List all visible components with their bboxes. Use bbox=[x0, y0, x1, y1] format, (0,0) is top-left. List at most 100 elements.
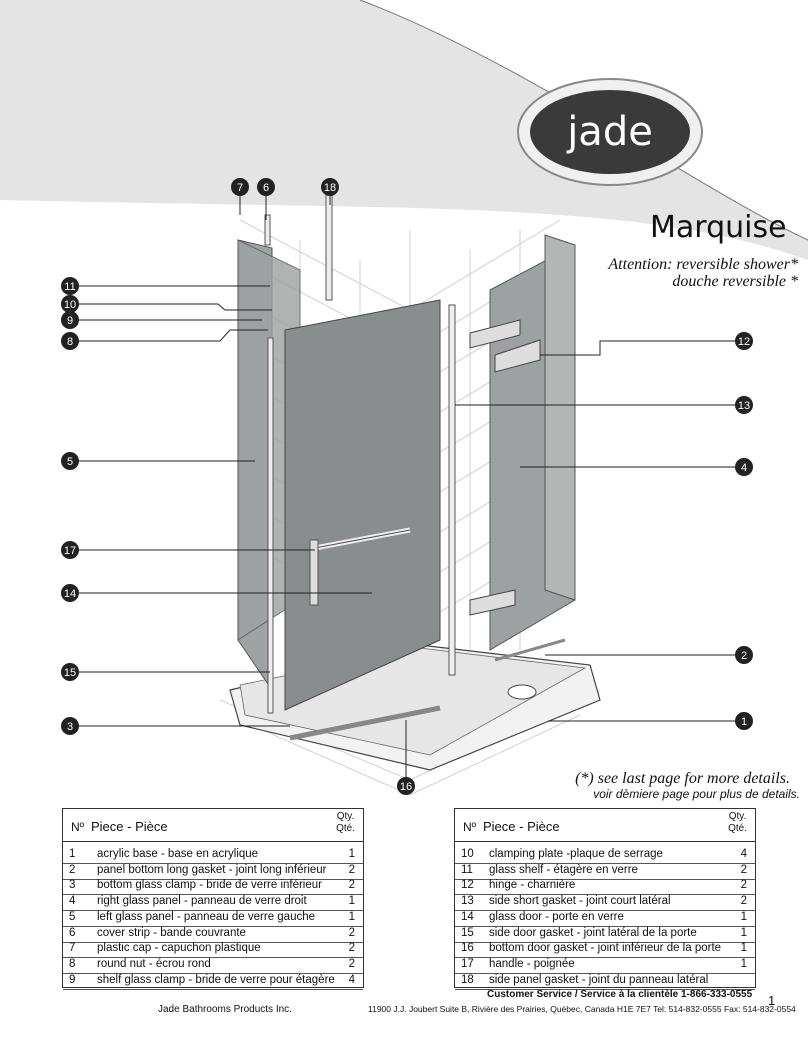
part-quantity: 2 bbox=[740, 895, 747, 908]
part-quantity: 2 bbox=[348, 957, 355, 970]
table-header: Nº Piece - Pièce Qty.Qté. bbox=[63, 809, 363, 842]
part-quantity: 1 bbox=[740, 957, 747, 970]
part-number: 2 bbox=[69, 863, 76, 876]
part-description: bottom glass clamp - bride de verre infé… bbox=[97, 879, 322, 892]
part-number: 18 bbox=[461, 973, 474, 986]
parts-table-right: Nº Piece - Pièce Qty.Qté. 10 clamping pla… bbox=[454, 808, 756, 990]
part-number: 1 bbox=[69, 848, 76, 860]
callout-14: 14 bbox=[61, 584, 79, 602]
svg-text:10: 10 bbox=[64, 299, 76, 311]
callout-16: 16 bbox=[397, 777, 415, 795]
part-quantity: 2 bbox=[348, 926, 355, 939]
part-quantity: 2 bbox=[740, 863, 747, 876]
table-row: 15 side door gasket - joint latéral de la… bbox=[455, 926, 755, 943]
part-description: cover strip - bande couvrante bbox=[97, 926, 246, 939]
part-number: 5 bbox=[69, 910, 76, 923]
table-row: 8 round nut - écrou rond 2 bbox=[63, 957, 363, 974]
svg-text:17: 17 bbox=[64, 545, 76, 557]
svg-text:11: 11 bbox=[64, 281, 75, 293]
part-quantity: 1 bbox=[348, 848, 355, 860]
parts-table-left: Nº Piece - Pièce Qty.Qté. 1 acrylic base … bbox=[62, 808, 364, 990]
callout-12: 12 bbox=[735, 332, 753, 350]
part-description: right glass panel - panneau de verre dro… bbox=[97, 895, 307, 908]
part-number: 6 bbox=[69, 926, 76, 939]
svg-text:3: 3 bbox=[67, 721, 73, 733]
page-number: 1 bbox=[768, 993, 776, 1008]
part-description: acrylic base - base en acrylique bbox=[97, 848, 259, 860]
part-description: hinge - charnière bbox=[489, 879, 576, 892]
shower-diagram: 7 6 18 11 10 9 8 12 13 5 4 17 14 2 15 1 … bbox=[61, 178, 753, 796]
part-description: handle - poignée bbox=[489, 957, 575, 970]
svg-text:1: 1 bbox=[741, 716, 747, 728]
part-description: round nut - écrou rond bbox=[97, 957, 211, 970]
part-description: side door gasket - joint latéral de la p… bbox=[489, 926, 697, 939]
part-quantity: 2 bbox=[348, 863, 355, 876]
svg-text:13: 13 bbox=[738, 400, 750, 412]
table-row: 1 acrylic base - base en acrylique 1 bbox=[63, 847, 363, 864]
svg-text:8: 8 bbox=[67, 336, 73, 348]
part-number: 4 bbox=[69, 895, 76, 908]
part-description: panel bottom long gasket - joint long in… bbox=[97, 863, 327, 876]
table-row: 11 glass shelf - étagère en verre 2 bbox=[455, 863, 755, 880]
part-number: 17 bbox=[461, 957, 474, 970]
page-title: Marquise bbox=[650, 210, 787, 245]
svg-text:14: 14 bbox=[64, 588, 76, 600]
part-quantity: 1 bbox=[348, 895, 355, 908]
attention-fr: douche reversible * bbox=[672, 273, 798, 290]
part-description: glass shelf - étagère en verre bbox=[489, 863, 638, 876]
part-description: clamping plate -plaque de serrage bbox=[489, 848, 663, 860]
customer-service: Customer Service / Service à la clientèl… bbox=[487, 989, 753, 1000]
note-fr: voir dèmiere page pour plus de details. bbox=[593, 787, 800, 801]
part-number: 11 bbox=[461, 863, 473, 876]
svg-text:4: 4 bbox=[741, 462, 747, 474]
part-number: 9 bbox=[69, 973, 76, 986]
part-number: 16 bbox=[461, 942, 474, 955]
part-description: bottom door gasket - joint inférieur de … bbox=[489, 942, 722, 955]
callout-8: 8 bbox=[61, 332, 79, 350]
callout-6: 6 bbox=[257, 178, 275, 196]
svg-text:jade: jade bbox=[566, 109, 653, 155]
part-quantity: 2 bbox=[348, 879, 355, 892]
table-row: 17 handle - poignée 1 bbox=[455, 957, 755, 974]
table-header: Nº Piece - Pièce Qty.Qté. bbox=[455, 809, 755, 842]
table-row: 14 glass door - porte en verre 1 bbox=[455, 910, 755, 927]
callout-18: 18 bbox=[321, 178, 339, 196]
note-en: (*) see last page for more details. bbox=[575, 770, 790, 787]
part-description: shelf glass clamp - bride de verre pour … bbox=[97, 973, 335, 986]
part-number: 15 bbox=[461, 926, 474, 939]
table-row: 10 clamping plate -plaque de serrage 4 bbox=[455, 847, 755, 864]
part-number: 14 bbox=[461, 910, 474, 923]
part-quantity: 4 bbox=[740, 848, 747, 860]
callout-7: 7 bbox=[231, 178, 249, 196]
callout-5: 5 bbox=[61, 452, 79, 470]
svg-text:2: 2 bbox=[741, 650, 747, 662]
jade-logo: jade bbox=[517, 78, 703, 186]
part-quantity: 1 bbox=[740, 942, 747, 955]
callout-9: 9 bbox=[61, 311, 79, 329]
svg-text:6: 6 bbox=[263, 182, 269, 194]
callout-13: 13 bbox=[735, 396, 753, 414]
callout-17: 17 bbox=[61, 541, 79, 559]
part-number: 8 bbox=[69, 957, 76, 970]
part-description: glass door - porte en verre bbox=[489, 910, 624, 923]
callout-10: 10 bbox=[61, 295, 79, 313]
part-number: 7 bbox=[69, 942, 76, 955]
svg-text:15: 15 bbox=[64, 667, 76, 679]
part-quantity: 1 bbox=[740, 910, 747, 923]
part-number: 13 bbox=[461, 895, 474, 908]
table-row: 6 cover strip - bande couvrante 2 bbox=[63, 926, 363, 943]
part-description: plastic cap - capuchon plastique bbox=[97, 942, 261, 955]
part-number: 10 bbox=[461, 848, 474, 860]
svg-text:5: 5 bbox=[67, 456, 73, 468]
callout-3: 3 bbox=[61, 717, 79, 735]
callout-15: 15 bbox=[61, 663, 79, 681]
table-row: 16 bottom door gasket - joint inférieur d… bbox=[455, 941, 755, 959]
part-quantity: 4 bbox=[348, 973, 355, 986]
svg-text:16: 16 bbox=[400, 781, 412, 793]
